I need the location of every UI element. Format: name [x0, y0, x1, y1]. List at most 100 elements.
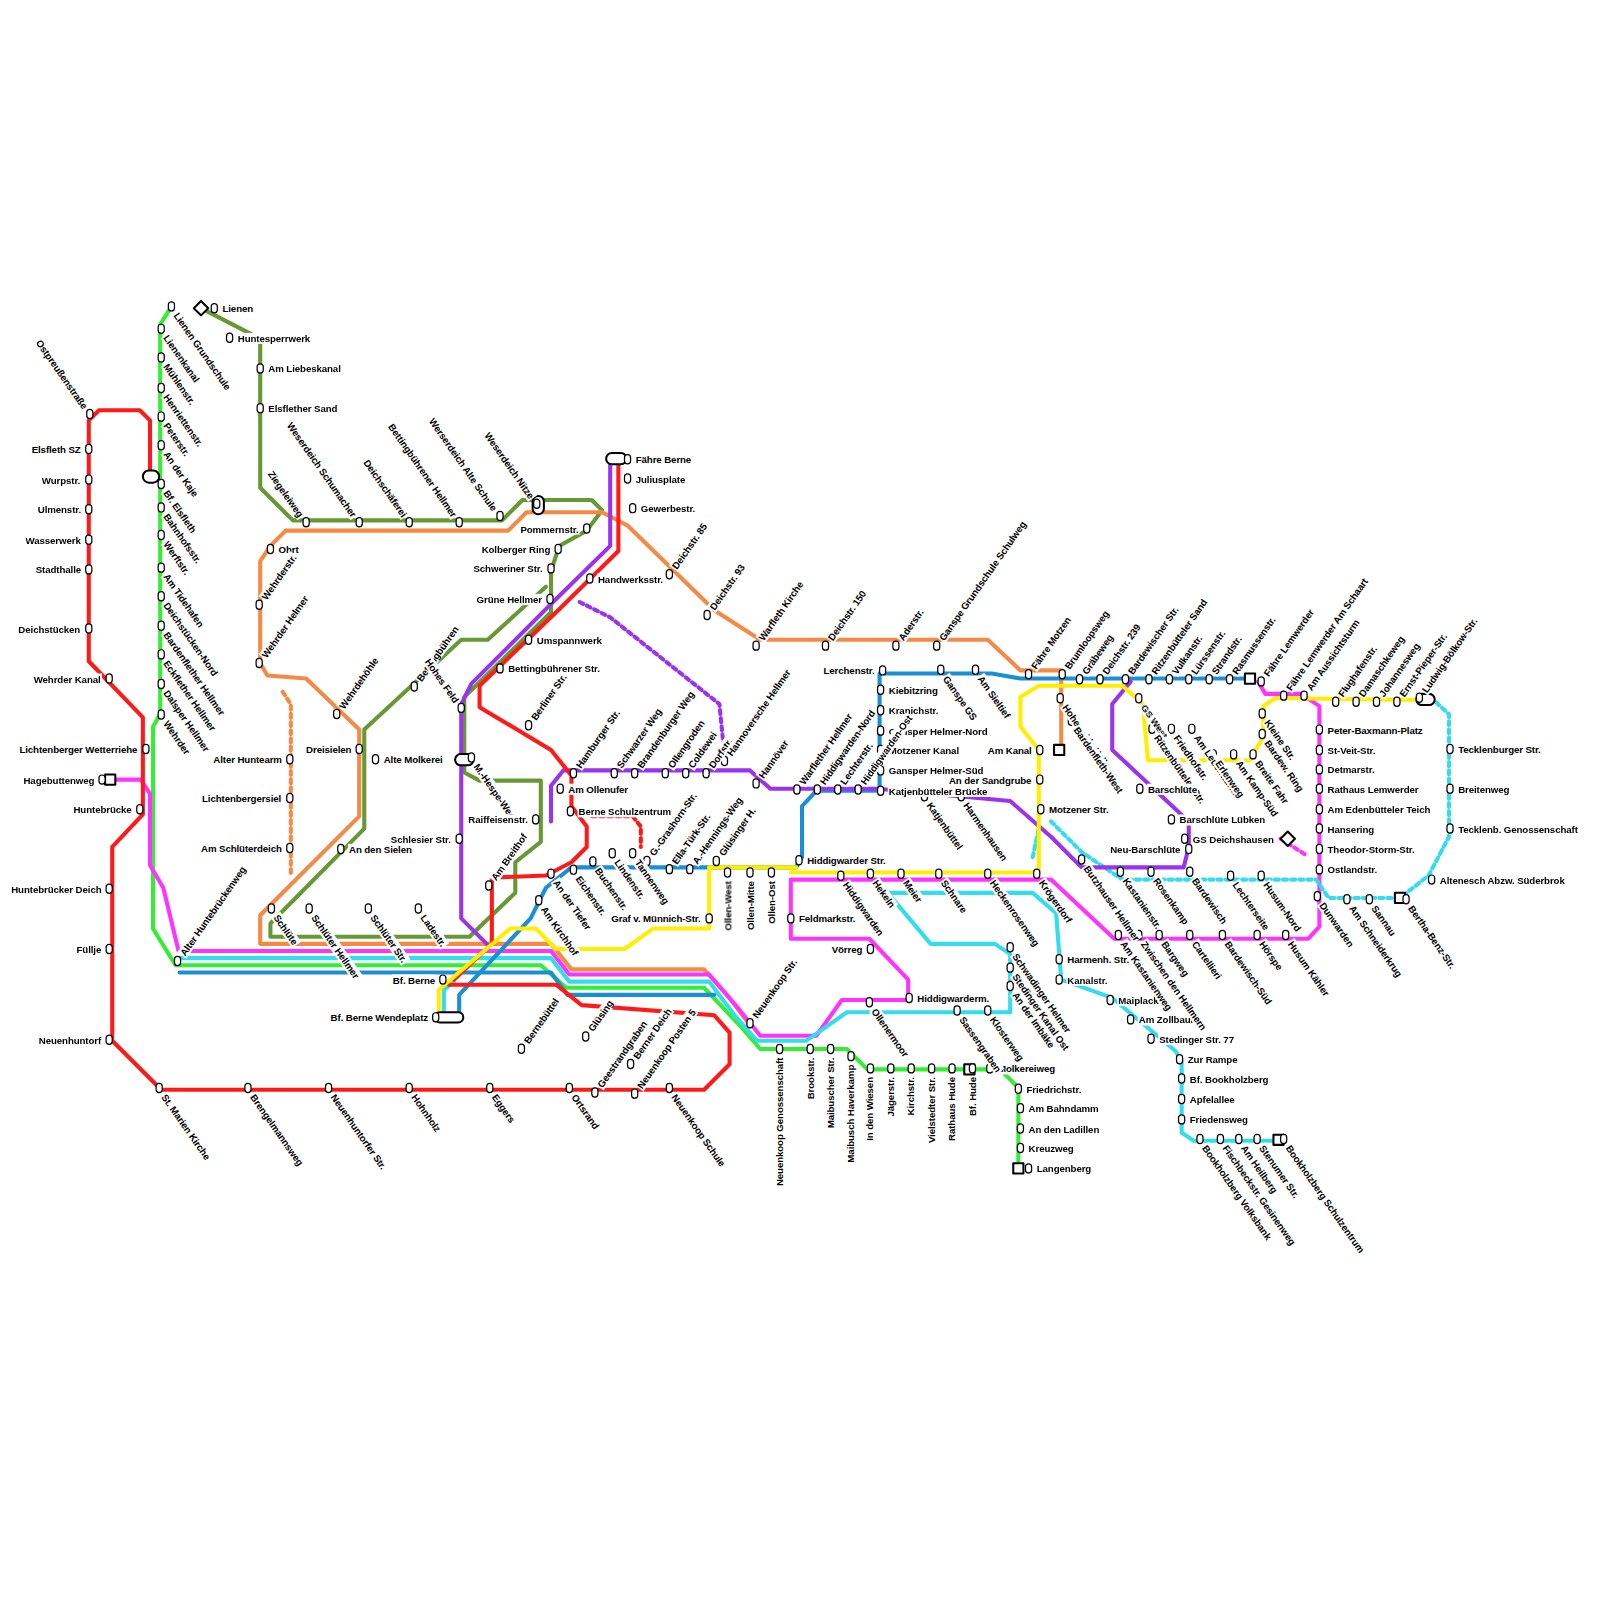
station-marker — [972, 665, 978, 674]
station-marker — [256, 658, 262, 667]
station-marker — [86, 505, 92, 514]
station-marker — [1007, 963, 1013, 972]
station-label: Hannöver — [756, 737, 792, 781]
station-label: Lerchenstr. — [822, 665, 875, 676]
station-marker — [703, 769, 709, 778]
station-marker — [906, 993, 912, 1002]
station-marker — [1316, 865, 1322, 874]
station-marker — [777, 1044, 783, 1053]
station-label: Tecklenb. Genossenschaft — [1457, 823, 1579, 834]
station-marker — [835, 785, 841, 794]
station-marker — [338, 844, 344, 853]
station-marker — [855, 785, 861, 794]
station-marker — [86, 444, 92, 453]
station-marker — [768, 868, 774, 877]
station-label: Zur Rampe — [1187, 1054, 1239, 1065]
station-label: Bf. Bookholzberg — [1189, 1073, 1270, 1084]
station-label: Am Schlüterdeich — [200, 842, 283, 853]
station-marker — [1107, 995, 1113, 1004]
station-marker — [1057, 694, 1063, 703]
station-label: Rathaus Lemwerder — [1327, 783, 1420, 794]
station-marker — [433, 1013, 439, 1022]
station-label: Bf. Hude — [967, 1076, 978, 1117]
station-marker — [624, 455, 630, 464]
station-marker — [1316, 745, 1322, 754]
station-marker — [934, 641, 940, 650]
station-marker — [86, 475, 92, 484]
station-label: Jägerstr. — [885, 1076, 896, 1118]
station-marker — [1373, 697, 1379, 706]
station-label: Vielstedter Str. — [926, 1076, 937, 1144]
station-label: Hiddigwarderm. — [916, 992, 990, 1003]
station-marker — [590, 857, 596, 866]
station-label: Am Sieltief — [975, 672, 1013, 720]
station-label: Motzener Kanal — [888, 744, 960, 755]
station-marker — [1197, 1134, 1203, 1143]
station-label: Kanalstr. — [1066, 974, 1108, 985]
station-marker — [624, 474, 630, 483]
station-marker — [158, 530, 164, 539]
station-label: Alter Huntebrückenweg — [177, 863, 249, 958]
station-label: Lichtenbergersiel — [201, 792, 282, 803]
station-marker — [356, 518, 362, 527]
station-label: Harmenhausen — [961, 799, 1011, 863]
station-label: Weserdeich Nitze — [482, 429, 537, 501]
station-marker — [497, 511, 503, 520]
station-label: An der Sandgrube — [948, 774, 1032, 785]
station-marker — [372, 755, 378, 764]
station-marker — [1037, 745, 1043, 754]
station-marker — [666, 570, 672, 579]
station-label: Neuenkoop Schule — [669, 1091, 728, 1169]
yellow-line — [439, 686, 1424, 1016]
station-label: Ganspe GS — [940, 672, 980, 722]
station-label: Feldmarkstr. — [798, 913, 856, 924]
station-marker — [1097, 675, 1103, 684]
station-label: Juliusplate — [635, 473, 687, 484]
station-label: St-Veit-Str. — [1327, 744, 1377, 755]
station-marker — [570, 769, 576, 778]
station-marker — [548, 564, 554, 573]
station-marker — [1077, 675, 1083, 684]
station-label: St. Marien Kirche — [159, 1091, 214, 1163]
station-marker — [456, 834, 462, 843]
station-marker — [1128, 1015, 1134, 1024]
station-label: Berliner Str. — [528, 671, 569, 723]
station-label: Am Kanal — [987, 744, 1033, 755]
station-marker — [747, 1019, 753, 1028]
station-label: Molkereiweg — [997, 1063, 1056, 1074]
station-label: Umspannwerk — [536, 634, 603, 645]
station-label: An den Ladillen — [1028, 1123, 1101, 1134]
station-label: Ostlandstr. — [1327, 864, 1379, 875]
station-marker — [1148, 867, 1154, 876]
station-marker — [1186, 844, 1192, 853]
station-marker — [938, 665, 944, 674]
station-label: Rathaus Hude — [946, 1076, 957, 1142]
station-label: Neuenhuntorfer Str. — [328, 1091, 389, 1172]
station-label: Am Liebeskanal — [267, 363, 341, 374]
station-label: Stadthalle — [35, 564, 82, 575]
station-marker — [632, 1089, 638, 1098]
station-marker — [814, 785, 820, 794]
station-marker — [106, 884, 112, 893]
station-marker — [878, 726, 884, 735]
station-marker — [143, 744, 149, 753]
station-label: Bf. Berne — [392, 974, 436, 985]
station-marker — [1056, 955, 1062, 964]
station-marker — [156, 1083, 162, 1092]
station-label: Huntesperrwerk — [237, 332, 311, 343]
station-marker — [1148, 1034, 1154, 1043]
station-label: Huntebrücker Deich — [10, 883, 102, 894]
station-marker — [1056, 975, 1062, 984]
station-label: Elsfleth SZ — [31, 443, 82, 454]
station-marker — [287, 793, 293, 802]
station-label: Bertha-Benz-Str. — [1406, 902, 1459, 971]
station-label: Neuenkoop Str. — [749, 955, 799, 1020]
station-marker — [87, 409, 93, 418]
station-marker — [86, 624, 92, 633]
station-label: Lienen — [221, 303, 254, 314]
station-marker — [525, 721, 531, 730]
station-marker — [158, 621, 164, 630]
station-marker — [1316, 805, 1322, 814]
station-label: M.-Hespe-Weg — [471, 760, 519, 822]
station-marker — [548, 869, 554, 878]
